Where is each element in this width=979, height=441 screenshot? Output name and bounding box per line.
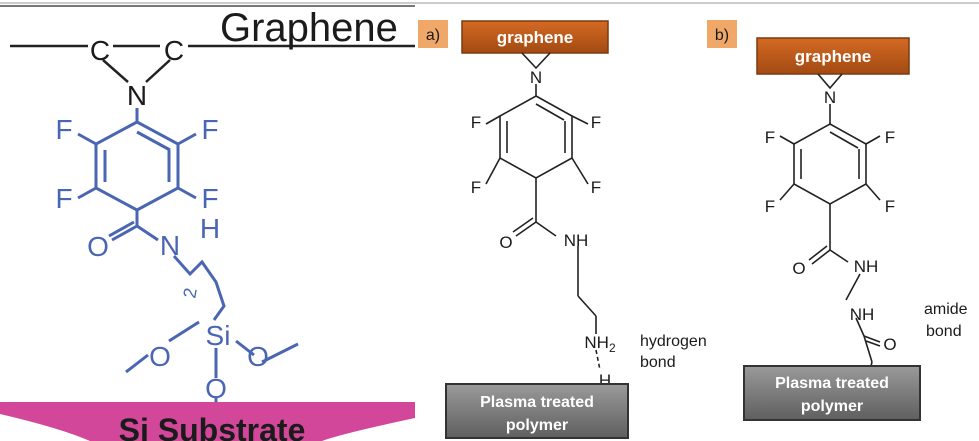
panel-a-fluorine-atoms: F F F F: [471, 113, 601, 197]
svg-text:F: F: [765, 128, 775, 147]
panel-b-graphene-box: [756, 37, 910, 75]
panel-a-nh: NH: [564, 231, 589, 250]
svg-text:F: F: [201, 114, 218, 145]
svg-text:F: F: [471, 113, 481, 132]
panel-a-polymer-box: [445, 383, 629, 439]
panel-b: b) graphene N F F: [707, 20, 968, 421]
panel-b-polymer-box: [743, 365, 921, 421]
amide-nitrogen: N: [160, 230, 180, 261]
panel-a-graphene-label: graphene: [497, 28, 574, 47]
silicon-atom: Si: [206, 320, 231, 351]
perfluorophenyl-group: [77, 108, 299, 410]
svg-text:a): a): [426, 27, 440, 44]
panel-a-bond-label-line1: hydrogen: [640, 333, 707, 350]
panel-a-aziridine-nitrogen: N: [530, 68, 542, 87]
panel-b-nh-lower: NH: [850, 305, 875, 324]
panel-b-tag: [707, 20, 737, 48]
carbon-right-atom: C: [164, 35, 184, 66]
amide-hydrogen: H: [200, 213, 220, 244]
svg-text:F: F: [55, 183, 72, 214]
panel-a-graphene-box: [461, 20, 609, 54]
svg-text:F: F: [55, 114, 72, 145]
panel-b-nh-upper: NH: [854, 257, 879, 276]
panel-b-bond-label-line2: bond: [926, 323, 962, 340]
panel-b-polymer-label-line2: polymer: [801, 398, 863, 415]
fluorine-atoms: F F F F: [55, 114, 218, 214]
aziridine-nitrogen: N: [127, 80, 147, 111]
panel-b-fluorine-atoms: F F F F: [765, 128, 895, 216]
substrate-label: Si Substrate: [119, 412, 306, 441]
methoxy-oxygen-right: O: [247, 341, 269, 372]
carbon-left-atom: C: [90, 35, 110, 66]
panel-b-oxygen: O: [792, 259, 805, 278]
svg-text:F: F: [765, 197, 775, 216]
svg-text:F: F: [591, 113, 601, 132]
substrate-oxygen: O: [205, 373, 227, 404]
panel-a-polymer-label-line2: polymer: [506, 417, 568, 434]
panel-a-tag: [418, 20, 448, 48]
svg-text:F: F: [201, 183, 218, 214]
amide-oxygen: O: [87, 231, 109, 262]
panel-a-polymer-label-line1: Plasma treated: [480, 394, 594, 411]
panel-b-aziridine-nitrogen: N: [824, 88, 836, 107]
si-substrate: [0, 402, 415, 441]
graphene-title: Graphene: [220, 6, 398, 50]
panel-b-graphene-label: graphene: [795, 47, 872, 66]
chain-subscript: 2: [179, 286, 200, 299]
panel-a: a) graphene N F F F: [418, 20, 707, 439]
methoxy-oxygen-left: O: [149, 341, 171, 372]
panel-b-bond-label-line1: amide: [924, 301, 968, 318]
svg-text:F: F: [591, 178, 601, 197]
svg-text:F: F: [885, 128, 895, 147]
panel-a-oxygen: O: [499, 233, 512, 252]
svg-text:F: F: [885, 197, 895, 216]
svg-text:F: F: [471, 178, 481, 197]
graphene-line: [10, 44, 415, 83]
panel-a-bond-label-line2: bond: [640, 354, 676, 371]
panel-a-nh2: NH2: [584, 333, 616, 355]
svg-text:b): b): [715, 27, 729, 44]
panel-b-polymer-label-line1: Plasma treated: [775, 375, 889, 392]
panel-b-carbonyl-oxygen: O: [883, 335, 896, 354]
